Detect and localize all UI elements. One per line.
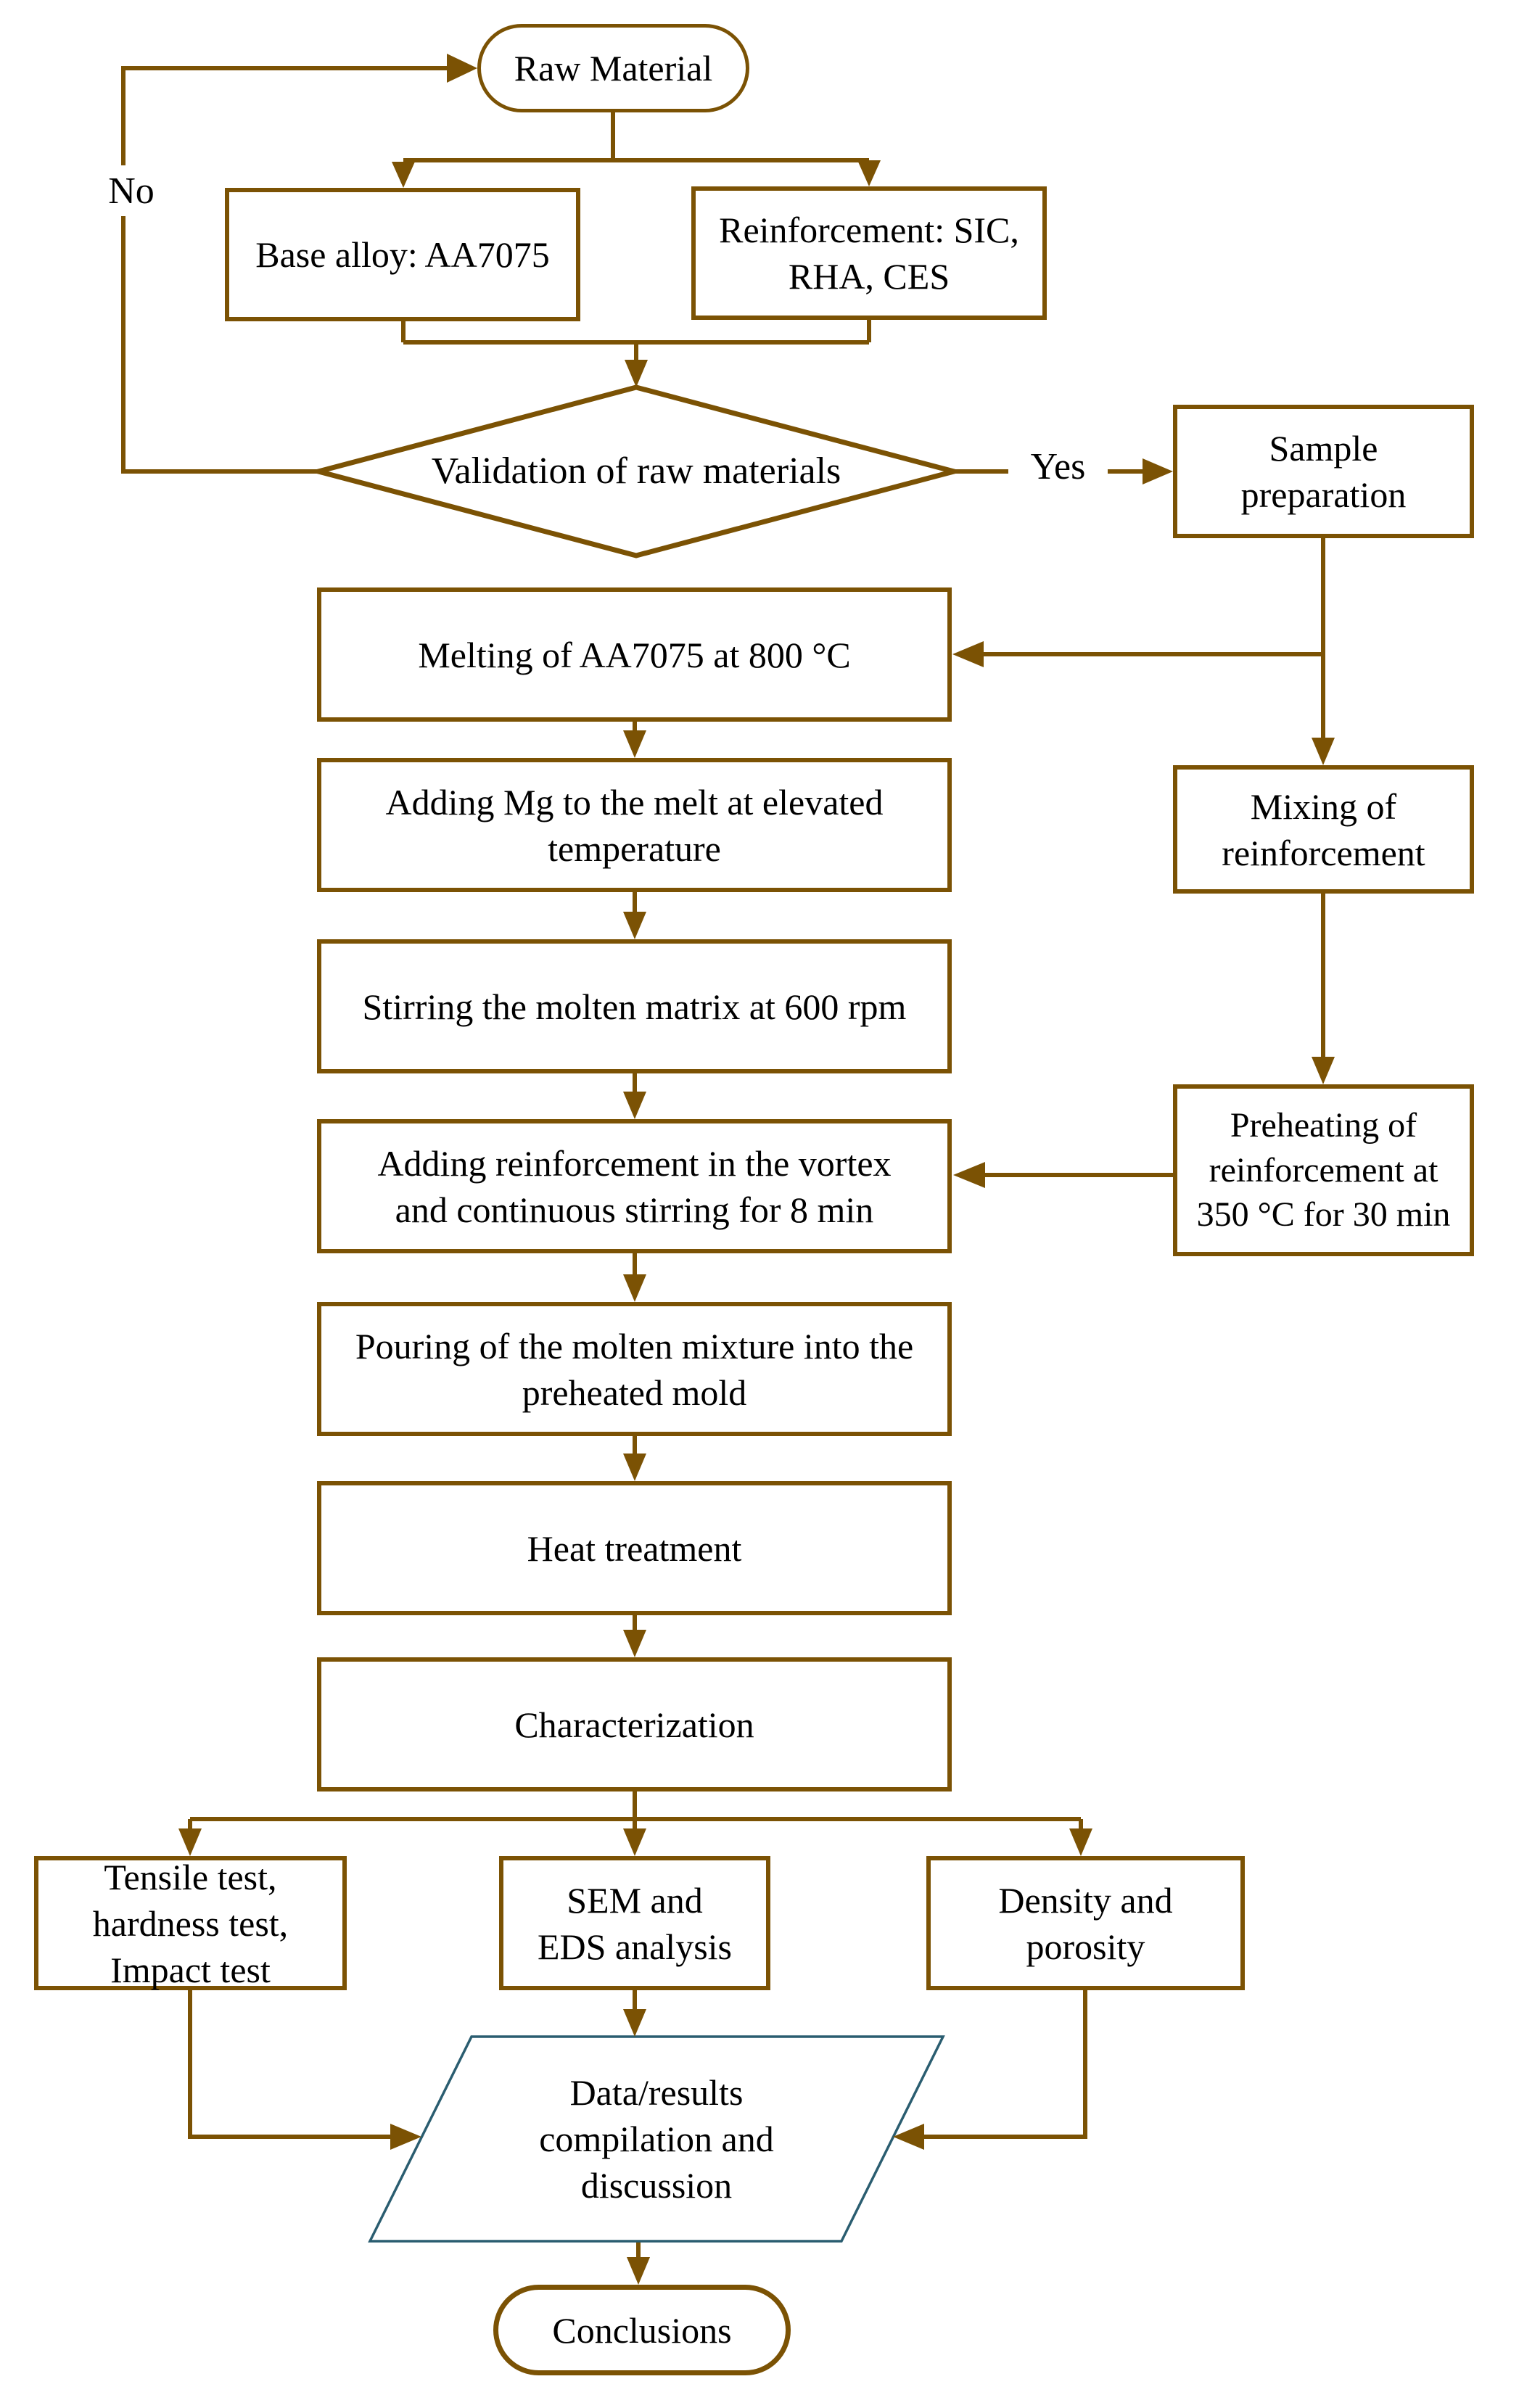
arrowhead-into-addingmg <box>623 730 646 758</box>
edge-label-no: No <box>87 165 176 216</box>
node-adding-mg: Adding Mg to the melt at elevated temper… <box>317 758 952 892</box>
node-pouring: Pouring of the molten mixture into the p… <box>317 1302 952 1436</box>
node-melting: Melting of AA7075 at 800 °C <box>317 587 952 722</box>
node-base-alloy: Base alloy: AA7075 <box>225 188 580 321</box>
arrowhead-into-data-top <box>623 2009 646 2037</box>
connector-tensile-to-data <box>188 1990 392 2139</box>
arrowhead-into-characterization <box>623 1630 646 1657</box>
arrowhead-into-pouring <box>623 1274 646 1302</box>
arrowhead-into-conclusions <box>627 2257 650 2285</box>
arrowhead-into-melting <box>952 641 984 667</box>
arrowhead-into-preheating <box>1312 1057 1335 1084</box>
arrowhead-into-tensile <box>178 1828 202 1856</box>
node-data-results-label: Data/results compilation and discussion <box>539 2072 774 2206</box>
arrowhead-into-sampleprep <box>1143 458 1173 485</box>
node-raw-material: Raw Material <box>477 24 749 112</box>
arrowhead-into-data-right <box>893 2124 924 2150</box>
decision-diamond-shape <box>308 384 964 558</box>
node-adding-reinforcement: Adding reinforcement in the vortex and c… <box>317 1119 952 1253</box>
node-sem-eds: SEM and EDS analysis <box>499 1856 770 1990</box>
node-mixing: Mixing of reinforcement <box>1173 765 1474 894</box>
arrowhead-into-vortex-right <box>953 1162 985 1188</box>
arrowhead-into-rawmaterial <box>447 54 477 83</box>
node-reinforcement: Reinforcement: SIC, RHA, CES <box>691 186 1047 320</box>
arrowhead-into-data-left <box>390 2124 421 2150</box>
edge-label-yes: Yes <box>1008 441 1108 492</box>
arrowhead-into-heat <box>623 1454 646 1481</box>
node-tensile-tests: Tensile test, hardness test, Impact test <box>34 1856 347 1990</box>
arrowhead-into-density <box>1069 1828 1092 1856</box>
node-validation-decision-label: Validation of raw materials <box>431 450 841 492</box>
arrowhead-into-diamond <box>625 360 648 387</box>
connector-density-to-data <box>923 1990 1087 2139</box>
node-density-porosity: Density and porosity <box>926 1856 1245 1990</box>
node-characterization: Characterization <box>317 1657 952 1791</box>
arrowhead-into-vortex-top <box>623 1092 646 1119</box>
arrowhead-into-basealloy <box>392 162 415 188</box>
node-heat-treatment: Heat treatment <box>317 1481 952 1615</box>
node-conclusions: Conclusions <box>493 2285 791 2375</box>
node-stirring: Stirring the molten matrix at 600 rpm <box>317 939 952 1073</box>
arrowhead-into-reinforcement <box>857 160 881 186</box>
arrowhead-into-stirring <box>623 912 646 939</box>
node-sample-preparation: Sample preparation <box>1173 405 1474 538</box>
connector-no-loop <box>121 66 447 474</box>
arrowhead-into-sem <box>623 1828 646 1856</box>
arrowhead-into-mixing <box>1312 738 1335 765</box>
io-parallelogram-shape <box>368 2035 945 2243</box>
node-preheating: Preheating of reinforcement at 350 °C fo… <box>1173 1084 1474 1256</box>
